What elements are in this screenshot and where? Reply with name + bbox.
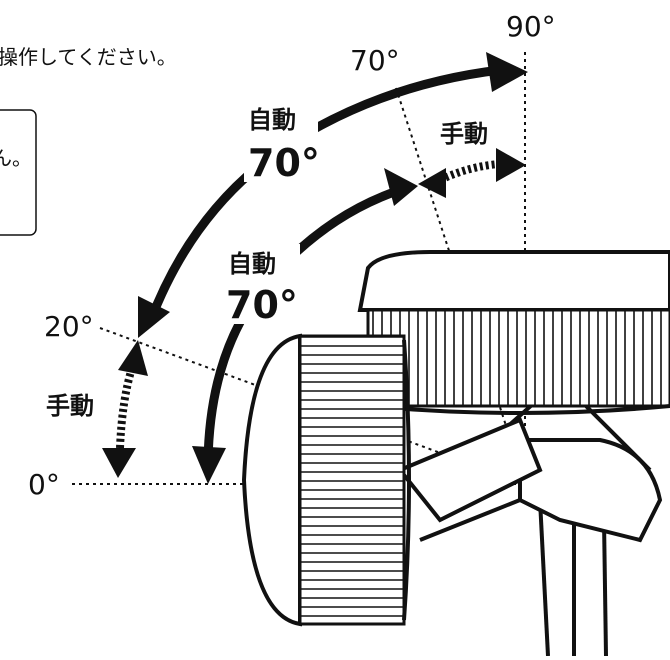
- manual-arc-upper: [418, 148, 526, 198]
- arrow-head-90: [486, 52, 528, 92]
- arrow-head-70: [384, 168, 418, 206]
- fan-head-upright: [357, 250, 670, 415]
- label-20-deg: 20°: [44, 310, 94, 343]
- instruction-text: 操作してください。: [0, 45, 177, 69]
- label-70-deg: 70°: [350, 44, 400, 77]
- label-90-deg: 90°: [506, 10, 556, 43]
- auto-upper-angle: 70°: [248, 141, 320, 185]
- arrow-head-20: [138, 296, 170, 338]
- auto-lower-angle: 70°: [226, 283, 298, 327]
- auto-lower-label: 自動: [228, 250, 276, 278]
- fan-stand: [468, 377, 663, 657]
- note-box: ん。: [0, 109, 37, 236]
- manual-upper-label: 手動: [440, 120, 488, 148]
- manual-arc-lower: [102, 340, 148, 478]
- label-0-deg: 0°: [28, 468, 60, 501]
- auto-upper-label: 自動: [248, 106, 296, 134]
- fan-head-front: [241, 333, 411, 627]
- fan-neck: [396, 417, 543, 542]
- arrow-head-0: [192, 446, 226, 484]
- manual-lower-label: 手動: [46, 392, 94, 420]
- note-text: ん。: [0, 146, 32, 170]
